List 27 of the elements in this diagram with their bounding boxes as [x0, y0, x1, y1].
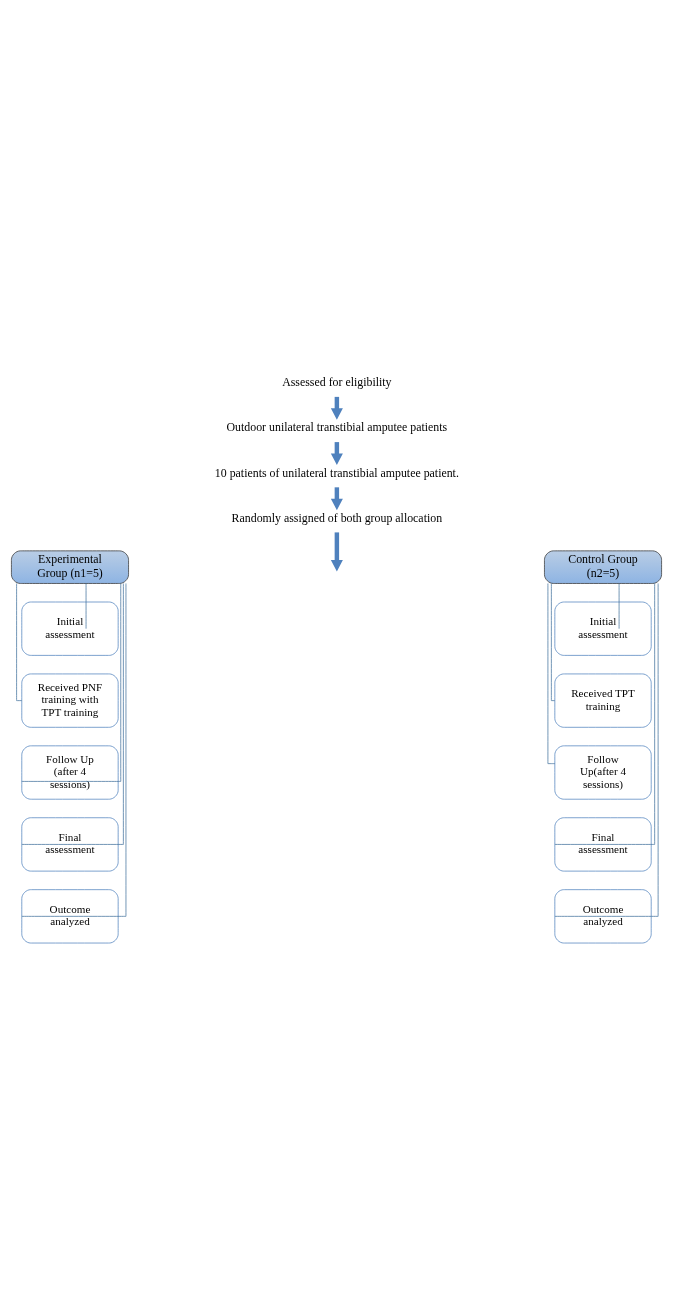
connector — [21, 582, 124, 845]
connector — [554, 582, 656, 845]
node-text: Randomly assigned of both group allocation — [231, 510, 443, 525]
connector — [618, 582, 620, 629]
connector — [21, 582, 122, 782]
node-box: Control Group (n2=5) — [544, 550, 662, 584]
connector — [547, 582, 556, 764]
node-box: Outcome analyzed — [554, 888, 652, 943]
node-box: Received PNF training with TPT training — [21, 673, 119, 728]
node-box: Follow Up (after 4 sessions) — [21, 744, 119, 800]
connector — [551, 582, 556, 701]
connector — [85, 582, 87, 629]
node-box: Outcome analyzed — [21, 888, 119, 943]
node-box: Received TPT training — [554, 673, 652, 728]
arrow — [330, 531, 343, 571]
node-box: Final assessment — [554, 816, 652, 871]
node-text: Assessed for eligibility — [282, 374, 392, 389]
node-box: Final assessment — [21, 816, 119, 871]
node-box: Initial assessment — [554, 601, 652, 656]
node-text: 10 patients of unilateral transtibial amputee patient. — [214, 465, 459, 480]
node-box: Experimental Group (n1=5) — [11, 550, 129, 584]
connector — [21, 582, 127, 917]
connector — [16, 582, 23, 701]
node-box: Initial assessment — [21, 601, 119, 656]
node-text: Outdoor unilateral transtibial amputee patients — [226, 419, 448, 434]
node-box: Follow Up(after 4 sessions) — [554, 744, 652, 800]
connector — [554, 582, 659, 917]
